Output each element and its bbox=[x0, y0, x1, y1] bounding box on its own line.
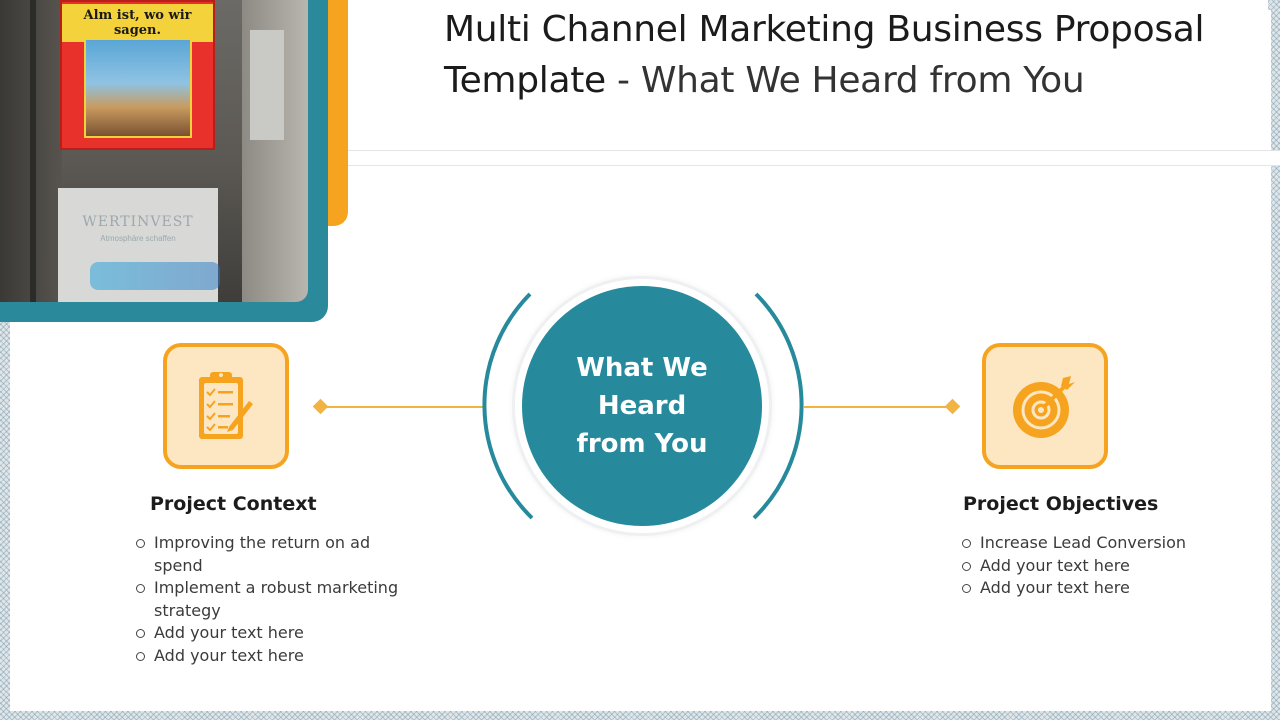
right-connector-line bbox=[804, 406, 952, 408]
slide-title: Multi Channel Marketing Business Proposa… bbox=[444, 4, 1224, 106]
center-arcs bbox=[482, 292, 804, 520]
project-objectives-list: Increase Lead Conversion Add your text h… bbox=[961, 532, 1261, 600]
left-arc bbox=[482, 292, 534, 520]
photo-poster: Alm ist, wo wir sagen. bbox=[60, 0, 215, 150]
center-circle: What We Heard from You bbox=[522, 286, 762, 526]
list-item: Improving the return on ad spend bbox=[135, 532, 400, 577]
list-item: Add your text here bbox=[135, 622, 400, 645]
project-objectives-title: Project Objectives bbox=[963, 493, 1159, 515]
center-label: What We Heard from You bbox=[576, 353, 708, 459]
project-objectives-icon-box bbox=[982, 343, 1108, 469]
hoarding-text: WERTINVEST bbox=[82, 214, 194, 230]
project-context-list: Improving the return on ad spend Impleme… bbox=[135, 532, 400, 667]
list-item: Implement a robust marketing strategy bbox=[135, 577, 400, 622]
list-item: Add your text here bbox=[961, 577, 1261, 600]
street-photo: Alm ist, wo wir sagen. WERTINVEST Atmosp… bbox=[0, 0, 308, 302]
poster-text: Alm ist, wo wir sagen. bbox=[62, 4, 213, 42]
clipboard-checklist-icon bbox=[199, 372, 253, 439]
title-separator bbox=[348, 150, 1280, 166]
target-icon bbox=[1013, 376, 1075, 438]
photo-graffiti bbox=[90, 262, 220, 290]
title-subtitle: - What We Heard from You bbox=[605, 60, 1085, 101]
left-connector-line bbox=[322, 406, 484, 408]
list-item: Add your text here bbox=[135, 645, 400, 668]
title-band bbox=[348, 0, 1268, 151]
list-item: Increase Lead Conversion bbox=[961, 532, 1261, 555]
photo-frame: Alm ist, wo wir sagen. WERTINVEST Atmosp… bbox=[0, 0, 328, 322]
project-context-title: Project Context bbox=[150, 493, 317, 515]
poster-image bbox=[84, 38, 192, 138]
project-context-icon-box bbox=[163, 343, 289, 469]
photo-side-banner bbox=[250, 30, 284, 140]
list-item: Add your text here bbox=[961, 555, 1261, 578]
right-arc bbox=[752, 292, 804, 520]
title-main: Multi Channel Marketing Business Proposa… bbox=[444, 9, 1205, 101]
hoarding-subtext: Atmosphäre schaffen bbox=[100, 234, 176, 243]
photo-lamp-post bbox=[30, 0, 36, 302]
